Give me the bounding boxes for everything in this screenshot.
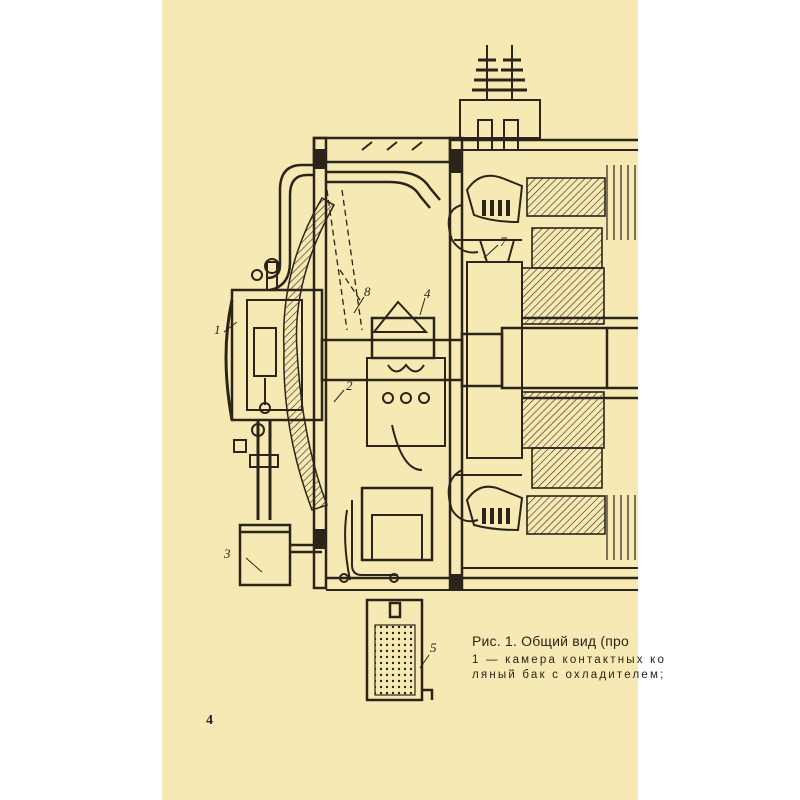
drain-valve-assembly — [233, 420, 279, 520]
stator-frame — [454, 239, 523, 476]
callout-leaders — [223, 244, 499, 669]
callout-3: 3 — [224, 546, 231, 561]
callout-1: 1 — [214, 322, 221, 337]
coolant-pipe — [266, 163, 441, 292]
book-page: 1 2 3 4 5 7 8 Рис. 1. Общий вид (про 1 —… — [162, 0, 664, 800]
end-windings — [447, 174, 524, 532]
cylinder-3 — [238, 523, 322, 587]
fan-shroud — [282, 196, 336, 511]
callout-5: 5 — [430, 640, 437, 655]
callout-8: 8 — [364, 284, 371, 299]
caption-title: Рис. 1. Общий вид (про — [472, 633, 629, 649]
lower-piping — [326, 424, 638, 591]
caption-line: ляный бак с охладителем; — [472, 669, 666, 681]
callout-7: 7 — [500, 234, 507, 249]
figure-caption: Рис. 1. Общий вид (про 1 — камера контак… — [472, 633, 667, 683]
contact-chamber — [224, 258, 324, 422]
stator-core — [521, 165, 636, 560]
caption-line: 1 — камера контактных ко — [472, 654, 667, 666]
page-number: 4 — [206, 713, 213, 728]
central-bearing — [366, 300, 446, 447]
callout-4: 4 — [424, 286, 431, 301]
frame-columns — [312, 136, 463, 590]
dashed-guides — [326, 189, 363, 331]
machine-cross-section-drawing — [223, 45, 638, 702]
bushing-insulators — [459, 45, 541, 151]
oil-tank-5 — [365, 598, 434, 702]
callout-2: 2 — [346, 378, 353, 393]
